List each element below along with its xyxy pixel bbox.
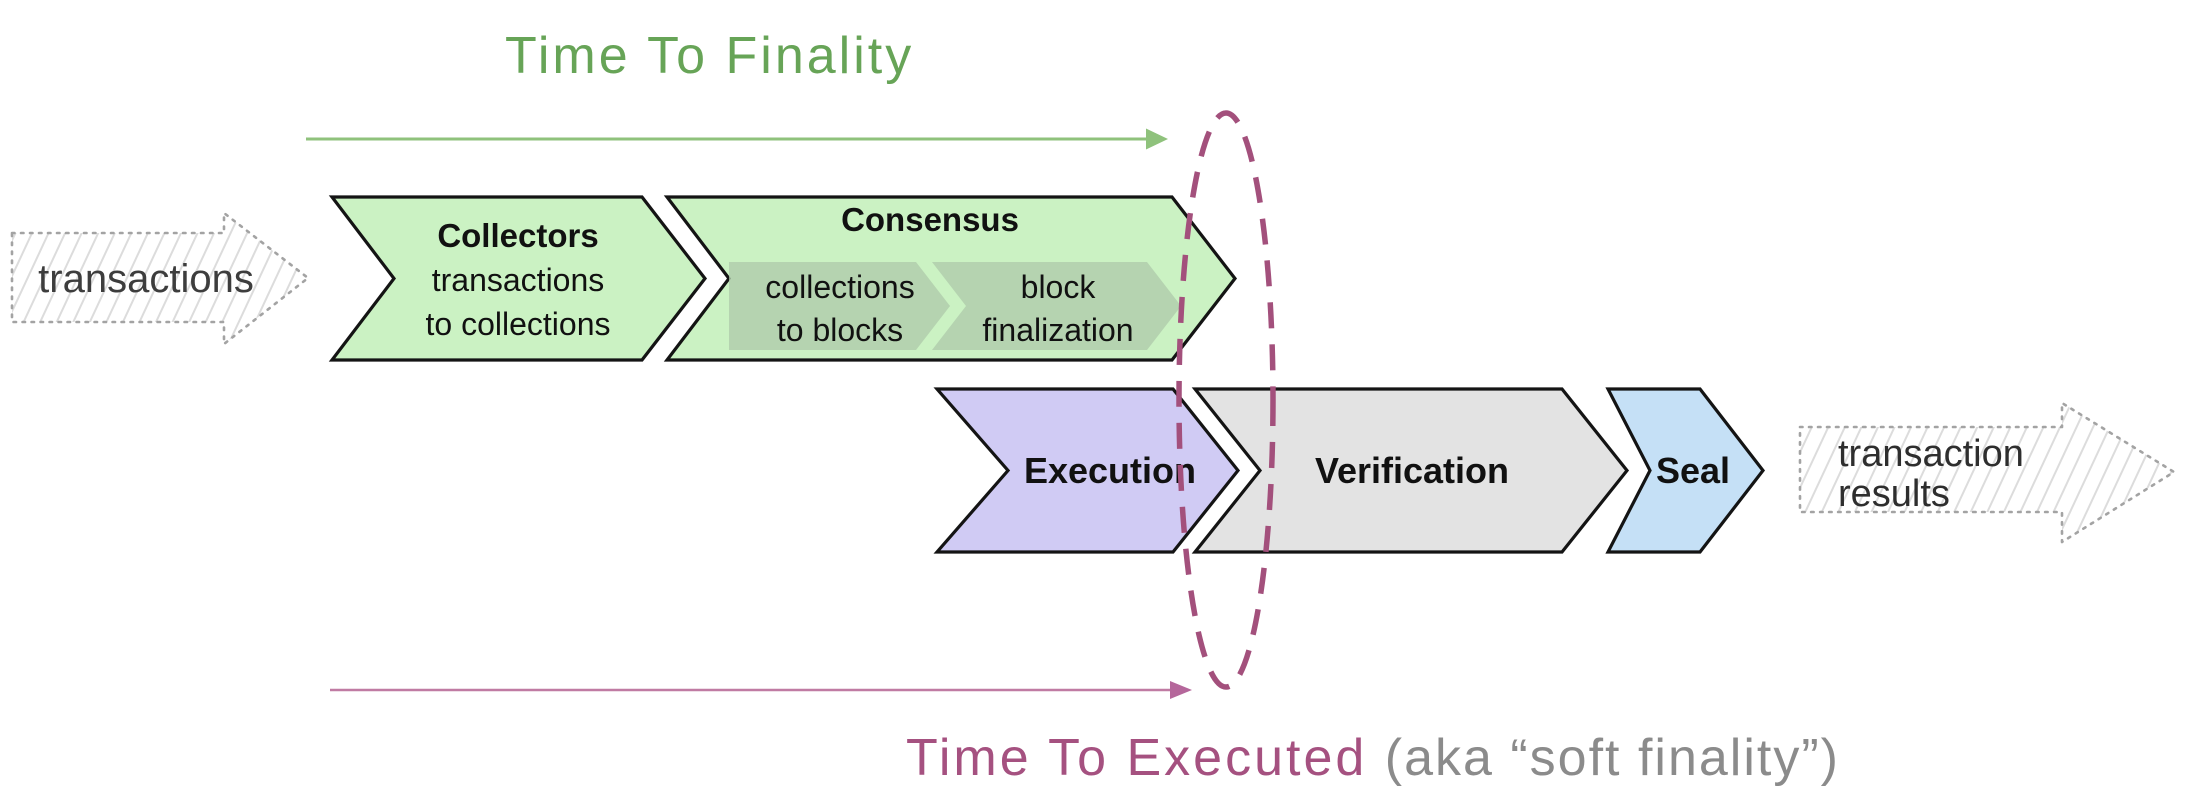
execution-chevron: [933, 387, 1241, 554]
executed-timeline-arrowhead-icon: [1170, 681, 1192, 699]
time-to-executed-suffix: (aka “soft finality”): [1384, 729, 1840, 787]
collections-to-blocks-line1: collections: [765, 269, 914, 305]
block-finalization-subchevron: [932, 262, 1181, 350]
soft-finality-ellipse: [1176, 110, 1276, 690]
collectors-line2: to collections: [426, 306, 611, 342]
consensus-title: Consensus: [841, 201, 1019, 238]
transaction-results-label-line2: results: [1838, 473, 1950, 515]
time-to-finality-title: Time To Finality: [505, 27, 915, 85]
block-finalization-line2: finalization: [982, 312, 1133, 348]
collectors-line1: transactions: [432, 262, 605, 298]
verification-title: Verification: [1315, 450, 1509, 491]
verification-chevron: [1191, 387, 1630, 554]
time-to-executed-title: Time To Executed (aka “soft finality”): [906, 728, 1840, 788]
collections-to-blocks-subchevron: [729, 262, 950, 350]
collections-to-blocks-line2: to blocks: [777, 312, 903, 348]
transaction-results-label-line1: transaction: [1838, 433, 2024, 475]
block-finalization-line1: block: [1021, 269, 1097, 305]
collectors-chevron: [328, 195, 708, 362]
transactions-input-label: transactions: [38, 257, 254, 301]
seal-title: Seal: [1656, 450, 1730, 491]
transaction-results-output-arrow: [1798, 401, 2176, 544]
transactions-input-arrow: [10, 211, 310, 346]
time-to-executed-main: Time To Executed: [906, 729, 1368, 787]
finality-timeline-arrowhead-icon: [1146, 128, 1168, 150]
execution-title: Execution: [1024, 450, 1196, 491]
seal-chevron: [1605, 387, 1766, 554]
collectors-title: Collectors: [437, 217, 598, 254]
